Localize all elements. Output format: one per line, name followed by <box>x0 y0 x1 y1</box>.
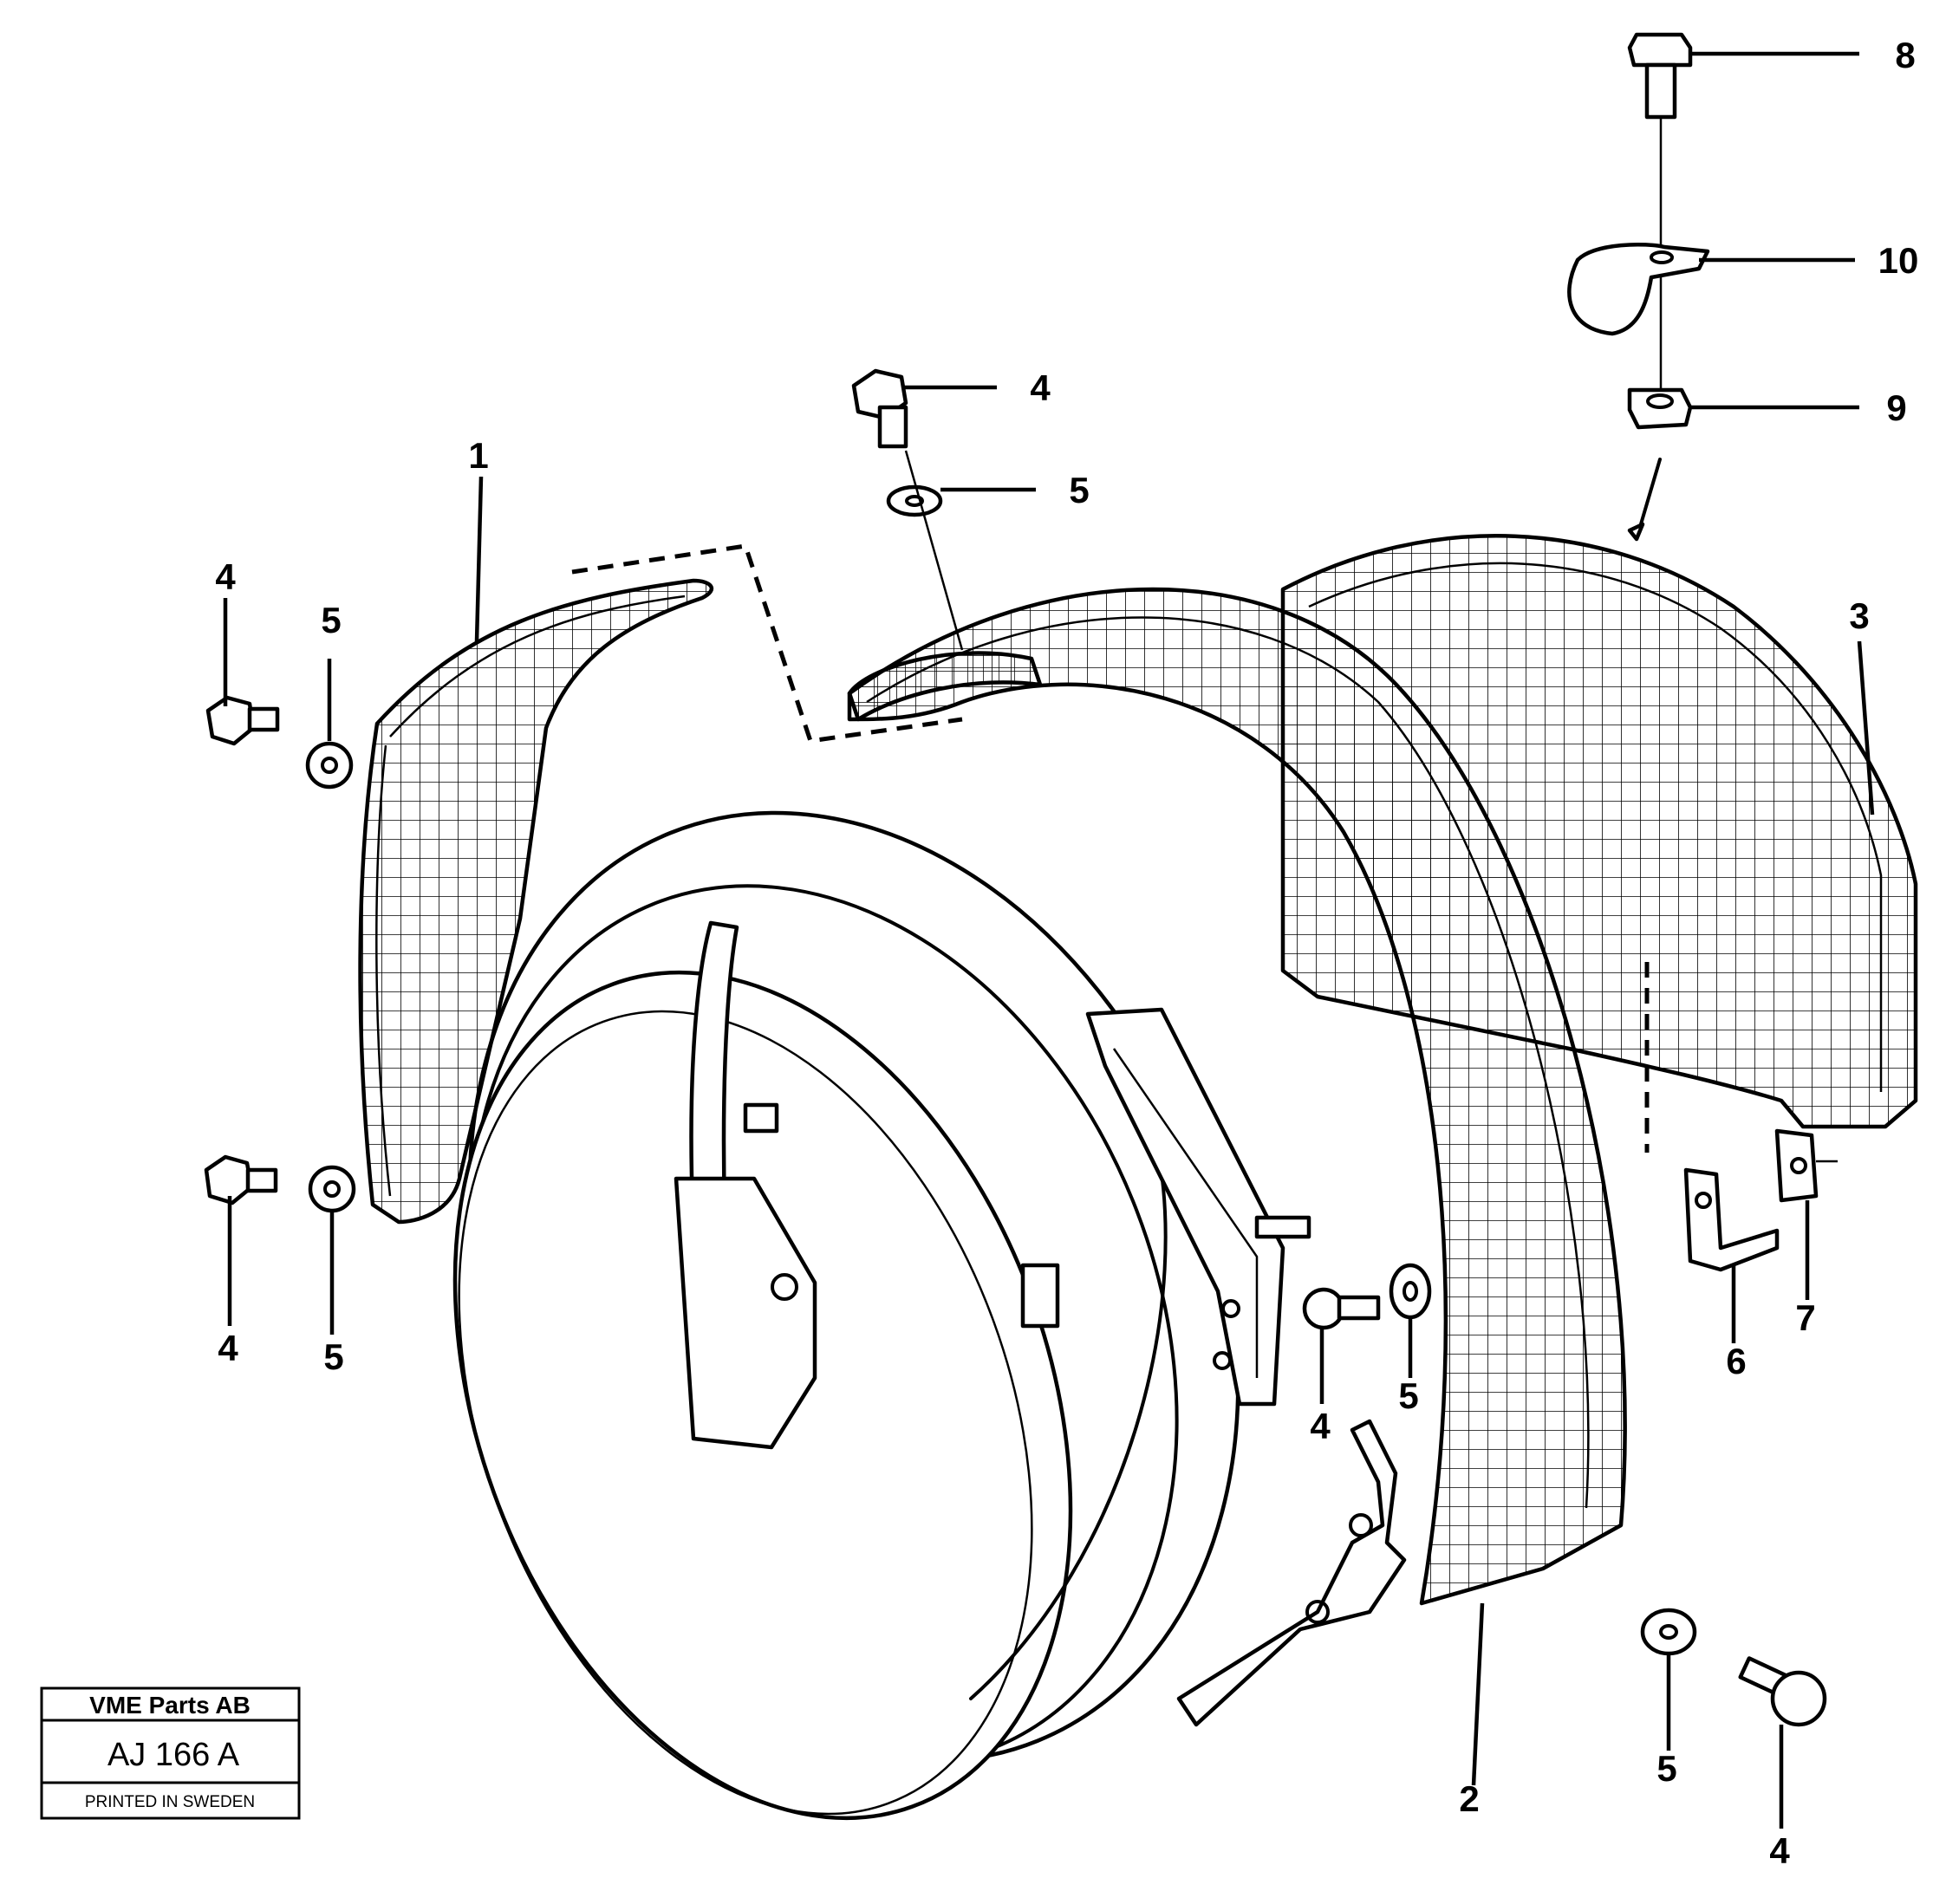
callout-5-lower-left: 5 <box>323 1336 343 1377</box>
callout-4-lower-left: 4 <box>218 1328 238 1368</box>
mesh-guard-rear <box>1280 534 1918 1153</box>
bracket-7 <box>1774 1128 1838 1203</box>
callout-labels: 1 2 3 4 4 4 4 4 5 5 5 5 5 6 7 8 10 9 <box>215 35 1918 1871</box>
company-name: VME Parts AB <box>89 1692 251 1719</box>
callout-3: 3 <box>1849 595 1869 636</box>
callout-8: 8 <box>1895 35 1915 75</box>
drawing-code: AJ 166 A <box>107 1737 240 1773</box>
callout-5-bottom: 5 <box>1656 1748 1676 1789</box>
bolt-top <box>851 368 964 651</box>
callout-6: 6 <box>1726 1341 1746 1381</box>
printed-in: PRINTED IN SWEDEN <box>85 1793 255 1811</box>
callout-10: 10 <box>1878 240 1919 281</box>
title-block: VME Parts AB AJ 166 A PRINTED IN SWEDEN <box>40 1686 301 1820</box>
bolt-upper-left <box>205 695 354 790</box>
callout-4-top: 4 <box>1030 367 1051 408</box>
callout-4-bottom: 4 <box>1769 1830 1790 1871</box>
bolt-bottom-right <box>1640 1608 1827 1727</box>
bracket-6 <box>1683 1167 1780 1272</box>
mesh-guard-left <box>358 578 714 1225</box>
callout-4-upper-left: 4 <box>215 556 236 597</box>
callout-2: 2 <box>1459 1778 1479 1819</box>
callout-1: 1 <box>468 435 488 476</box>
callout-5-upper-left: 5 <box>321 600 341 640</box>
fan-shroud-ring <box>452 810 1407 1821</box>
assembly-dash-line <box>571 543 963 744</box>
callout-9: 9 <box>1886 387 1906 428</box>
callout-4-middle: 4 <box>1310 1406 1331 1446</box>
bolt-middle-right <box>1302 1263 1432 1330</box>
clamp-assembly <box>1567 32 1710 542</box>
callout-5-middle: 5 <box>1398 1375 1418 1416</box>
callout-5-top: 5 <box>1069 470 1089 510</box>
leader-lines <box>223 51 1875 1829</box>
callout-7: 7 <box>1795 1297 1815 1338</box>
bolt-lower-left <box>204 1154 356 1213</box>
